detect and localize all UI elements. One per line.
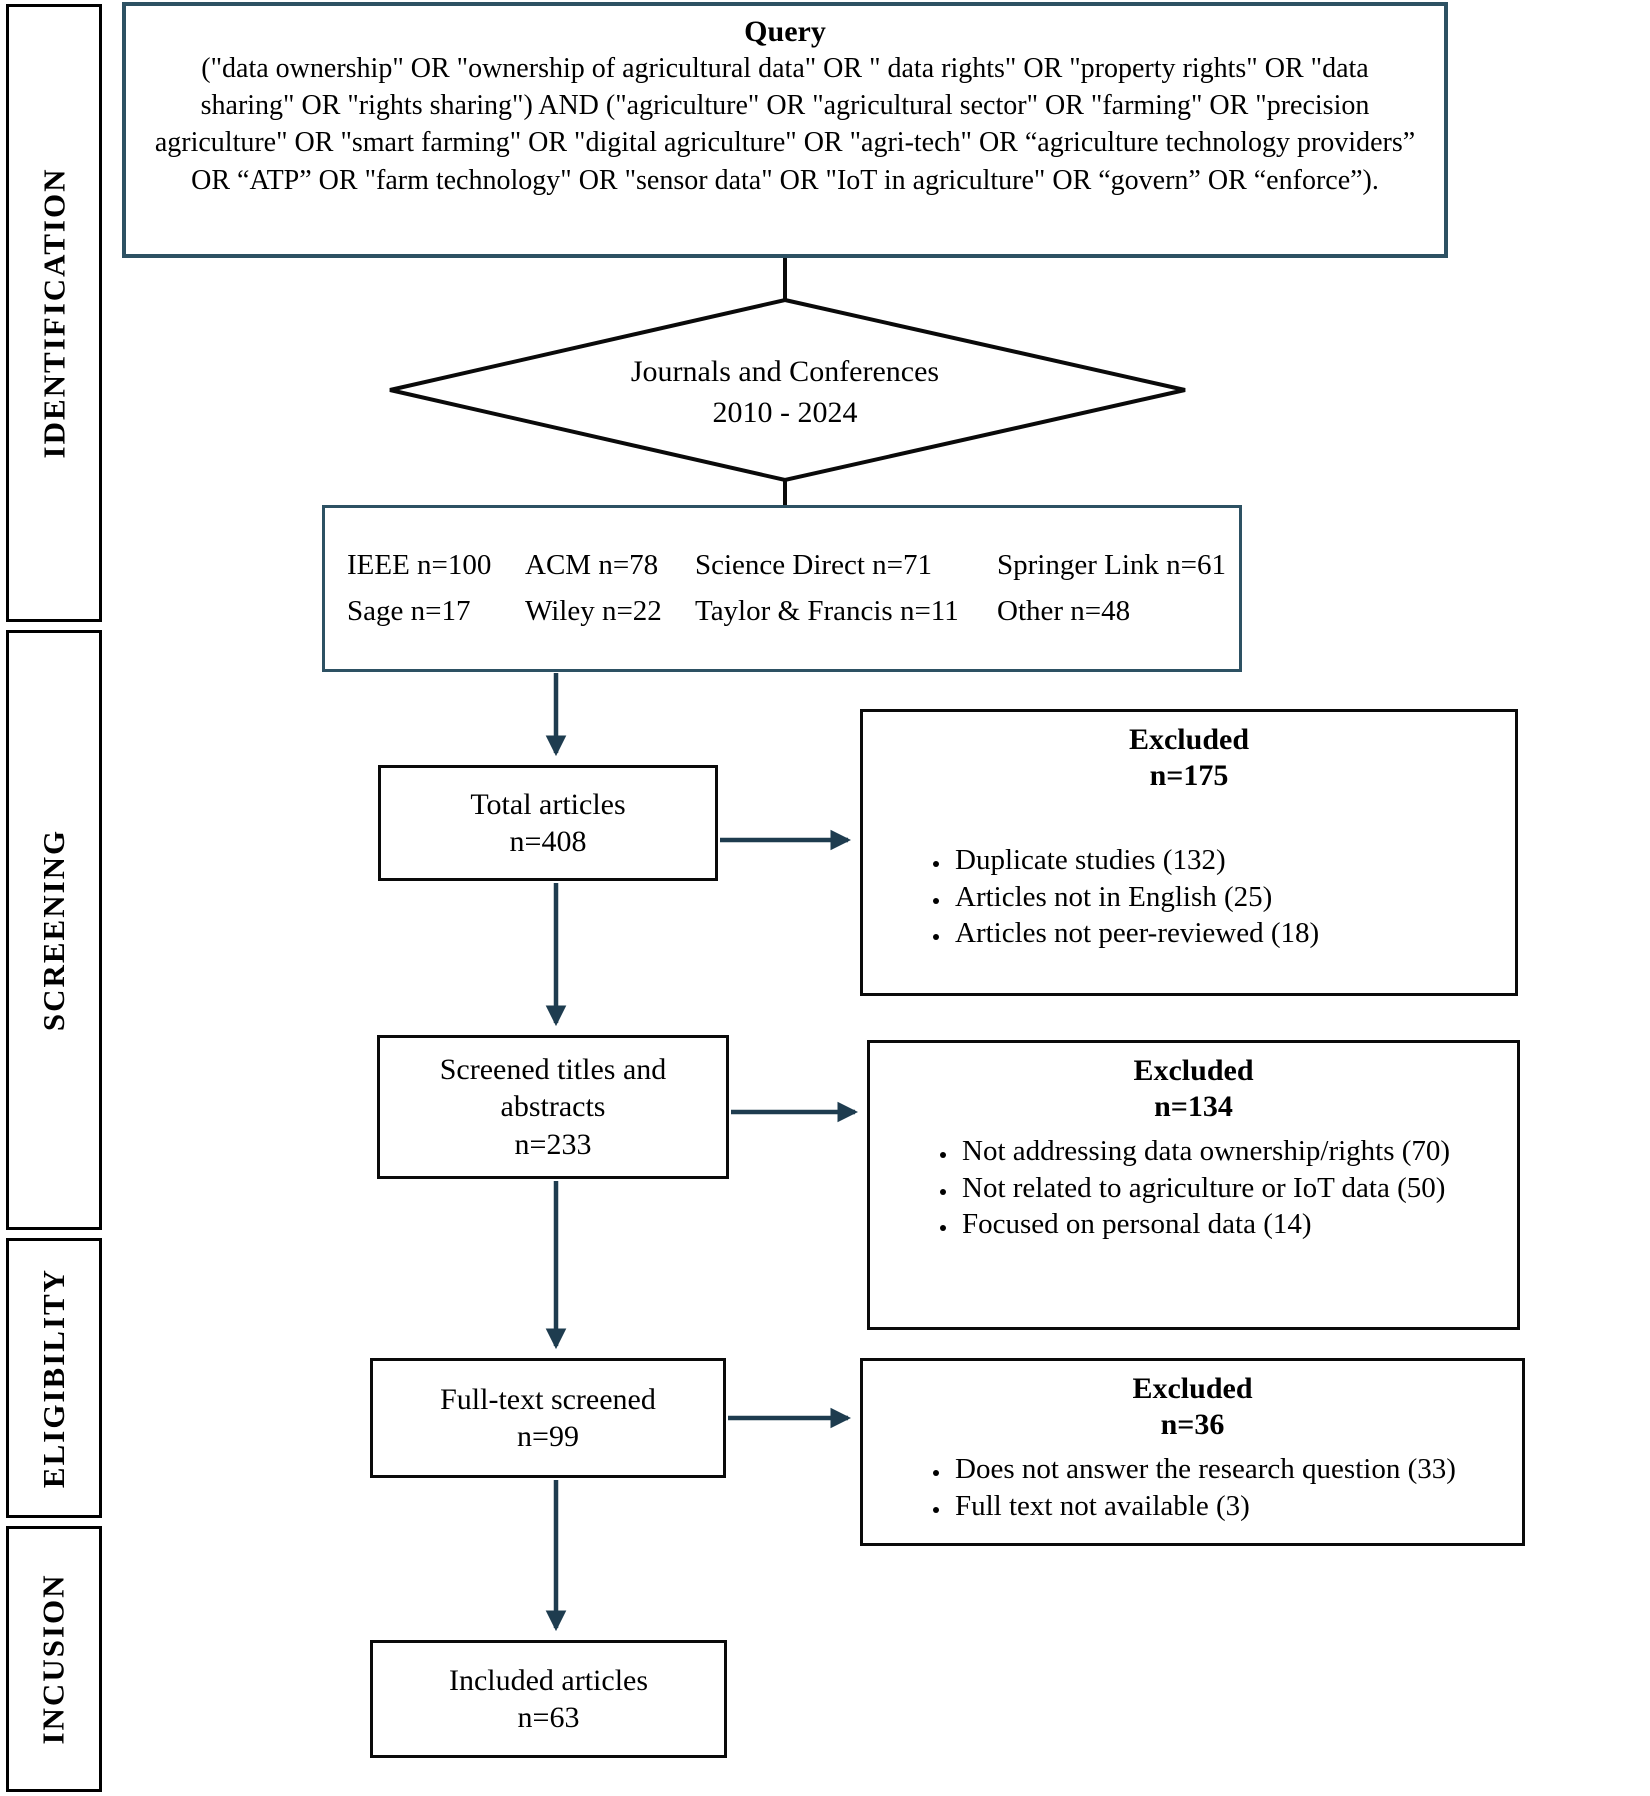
exclusion-reason: Articles not in English (25) [951, 879, 1505, 916]
diamond-line1: Journals and Conferences [630, 355, 940, 388]
excluded-box-1-reasons: Duplicate studies (132) Articles not in … [863, 842, 1505, 952]
query-text: ("data ownership" OR "ownership of agric… [154, 53, 1416, 196]
database-count-ieee: IEEE n=100 [347, 549, 492, 581]
phase-label-screening-text: SCREENING [36, 828, 72, 1032]
exclusion-reason: Does not answer the research question (3… [951, 1451, 1512, 1488]
excluded-box-2: Excluded n=134 Not addressing data owner… [867, 1040, 1520, 1330]
exclusion-reason: Not addressing data ownership/rights (70… [958, 1133, 1507, 1170]
flow-box-fulltext-label: Full-text screened [440, 1382, 656, 1416]
flow-box-fulltext: Full-text screened n=99 [370, 1358, 726, 1478]
flow-box-total-count: n=408 [509, 825, 587, 858]
query-box: Query ("data ownership" OR "ownership of… [122, 2, 1448, 258]
exclusion-reason: Focused on personal data (14) [958, 1206, 1507, 1243]
excluded-box-2-title: Excluded [1133, 1054, 1254, 1087]
database-count-taylorfrancis: Taylor & Francis n=11 [695, 594, 959, 627]
phase-label-identification: IDENTIFICATION [6, 4, 102, 622]
flow-box-included-count: n=63 [517, 1701, 580, 1734]
flow-box-total-label: Total articles [470, 787, 626, 821]
flow-box-fulltext-count: n=99 [517, 1420, 579, 1453]
phase-label-inclusion: INCUSION [6, 1526, 102, 1792]
database-count-other: Other n=48 [997, 594, 1131, 627]
excluded-box-1-title: Excluded [1128, 723, 1250, 756]
excluded-box-3: Excluded n=36 Does not answer the resear… [860, 1358, 1525, 1546]
flow-box-included-label: Included articles [448, 1663, 649, 1697]
phase-label-inclusion-text: INCUSION [36, 1573, 71, 1745]
phase-label-eligibility-text: ELIGIBILITY [36, 1267, 72, 1489]
database-count-sciencedirect: Science Direct n=71 [695, 549, 932, 581]
phase-label-screening: SCREENING [6, 630, 102, 1230]
excluded-box-2-count: n=134 [1154, 1090, 1233, 1123]
excluded-box-3-title: Excluded [1132, 1372, 1253, 1405]
excluded-box-3-count: n=36 [1160, 1408, 1225, 1441]
flow-box-screened: Screened titles and abstracts n=233 [377, 1035, 729, 1179]
excluded-box-1-count: n=175 [1149, 759, 1229, 792]
database-counts-grid: IEEE n=100 ACM n=78 Science Direct n=71 … [347, 549, 1229, 628]
excluded-box-3-reasons: Does not answer the research question (3… [863, 1451, 1512, 1524]
phase-label-identification-text: IDENTIFICATION [36, 167, 72, 459]
excluded-box-2-reasons: Not addressing data ownership/rights (70… [870, 1133, 1507, 1243]
diamond-line2: 2010 - 2024 [712, 395, 858, 429]
flow-box-screened-label: Screened titles and abstracts [439, 1052, 667, 1124]
database-count-springerlink: Springer Link n=61 [997, 549, 1226, 581]
database-count-sage: Sage n=17 [347, 594, 471, 627]
query-title: Query [744, 15, 826, 48]
database-count-acm: ACM n=78 [525, 549, 659, 581]
excluded-box-1: Excluded n=175 Duplicate studies (132) A… [860, 709, 1518, 996]
exclusion-reason: Articles not peer-reviewed (18) [951, 915, 1505, 952]
flow-box-included: Included articles n=63 [370, 1640, 727, 1758]
database-count-wiley: Wiley n=22 [525, 594, 662, 627]
diamond-label: Journals and Conferences 2010 - 2024 [535, 352, 1035, 433]
exclusion-reason: Not related to agriculture or IoT data (… [958, 1170, 1507, 1207]
phase-label-eligibility: ELIGIBILITY [6, 1238, 102, 1518]
exclusion-reason: Full text not available (3) [951, 1488, 1512, 1525]
exclusion-reason: Duplicate studies (132) [951, 842, 1505, 879]
flow-box-screened-count: n=233 [514, 1127, 592, 1161]
database-counts-box: IEEE n=100 ACM n=78 Science Direct n=71 … [322, 505, 1242, 672]
flow-box-total-articles: Total articles n=408 [378, 765, 718, 881]
